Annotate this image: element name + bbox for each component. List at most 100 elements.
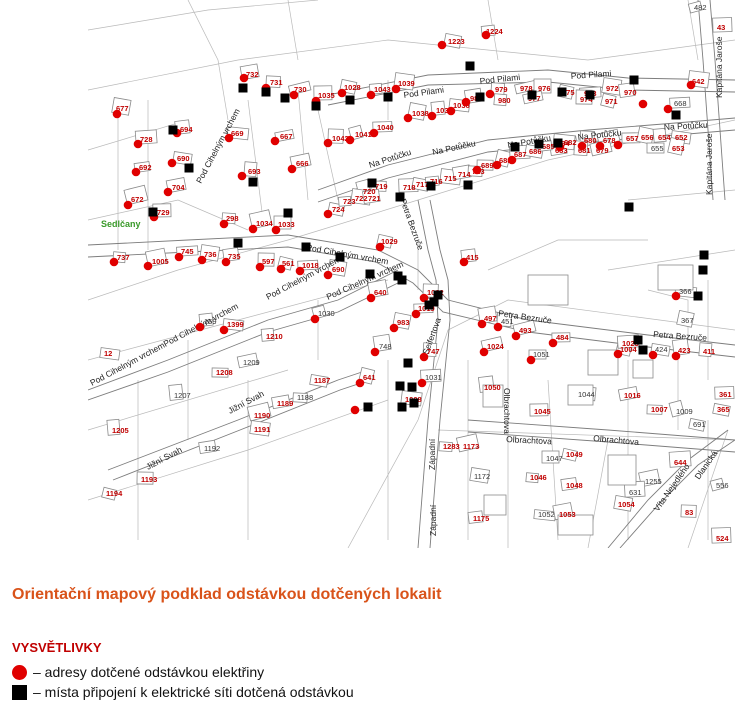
building <box>348 124 364 141</box>
affected-address-marker <box>248 224 258 234</box>
map-caption: Orientační mapový podklad odstávkou dotč… <box>12 586 442 603</box>
building <box>393 72 416 91</box>
affected-address-marker <box>595 141 605 151</box>
house-number-label: 1016 <box>624 391 641 400</box>
building <box>528 349 547 360</box>
building <box>443 32 463 49</box>
affected-address-marker <box>123 200 133 210</box>
affected-address-marker <box>239 73 249 83</box>
house-number-label: 686 <box>529 147 542 156</box>
connection-point-marker <box>403 358 413 368</box>
building <box>551 332 571 343</box>
house-number-label: 718 <box>403 183 416 192</box>
house-number-label: 652 <box>675 133 688 142</box>
affected-address-marker <box>479 347 489 357</box>
building <box>99 347 121 361</box>
affected-address-marker <box>219 219 229 229</box>
house-number-label: 656 <box>641 133 654 142</box>
connection-point-marker <box>699 250 709 260</box>
connection-point-marker <box>283 208 293 218</box>
house-number-label: 667 <box>280 132 293 141</box>
affected-address-marker <box>323 209 333 219</box>
building <box>455 433 480 453</box>
building <box>248 209 273 230</box>
house-number-label: 714 <box>458 170 471 179</box>
connection-point-marker <box>397 275 407 285</box>
building <box>420 368 442 383</box>
affected-address-marker <box>323 270 333 280</box>
building <box>407 102 427 121</box>
affected-address-marker <box>219 325 229 335</box>
building <box>687 0 703 14</box>
house-number-label: 1189 <box>277 399 293 408</box>
connection-point-marker <box>168 125 178 135</box>
building <box>533 78 552 94</box>
house-number-label: 1033 <box>278 220 295 229</box>
house-number-label: 745 <box>181 247 194 256</box>
building <box>632 359 654 379</box>
house-number-label: 1045 <box>534 407 551 416</box>
affected-address-marker <box>270 136 280 146</box>
building <box>668 399 685 418</box>
street-label-pod-cihelnym-1: Pod Cihelným vrchem <box>194 107 242 185</box>
affected-address-marker <box>366 293 376 303</box>
building <box>676 309 695 328</box>
affected-address-marker <box>345 135 355 145</box>
building <box>493 93 508 107</box>
affected-address-marker <box>366 90 376 100</box>
house-number-label: 1205 <box>112 426 129 435</box>
affected-address-marker <box>671 351 681 361</box>
street-label-zapadni-1: Západní <box>427 438 437 470</box>
building <box>292 392 308 403</box>
affected-address-marker <box>310 314 320 324</box>
affected-address-marker <box>174 252 184 262</box>
connection-point-marker <box>693 291 703 301</box>
house-number-label: 1007 <box>651 405 668 414</box>
affected-address-marker <box>481 30 491 40</box>
building <box>257 252 275 267</box>
building <box>525 472 540 484</box>
affected-address-marker <box>295 266 305 276</box>
connection-point-marker <box>426 181 436 191</box>
building <box>469 467 491 484</box>
building <box>168 383 184 401</box>
house-number-label: 1028 <box>344 83 361 92</box>
connection-point-marker <box>365 269 375 279</box>
building <box>557 514 594 536</box>
affected-address-marker <box>237 171 247 181</box>
house-number-label: 677 <box>116 104 129 113</box>
connection-point-marker <box>638 345 648 355</box>
legend-item-address: – adresy dotčené odstávkou elektřiny <box>12 664 264 680</box>
house-number-label: 367 <box>681 316 694 325</box>
building <box>618 82 636 98</box>
house-number-label: 631 <box>629 488 642 497</box>
town-label: Sedlčany <box>101 219 141 229</box>
affected-address-marker <box>638 99 648 109</box>
affected-address-marker <box>289 90 299 100</box>
affected-address-marker <box>493 322 503 332</box>
affected-address-marker <box>133 139 143 149</box>
connection-point-marker <box>301 242 311 252</box>
affected-address-marker <box>411 309 421 319</box>
connection-point-marker <box>629 75 639 85</box>
buildings <box>99 0 735 544</box>
building <box>698 342 713 358</box>
affected-address-marker <box>355 378 365 388</box>
building <box>587 349 619 376</box>
house-number-label: 983 <box>397 318 410 327</box>
house-number-label: 1053 <box>559 510 576 519</box>
affected-address-marker <box>369 128 379 138</box>
house-number-label: 556 <box>716 481 729 490</box>
building <box>671 338 690 356</box>
house-number-label: 1043 <box>374 85 391 94</box>
house-number-label: 724 <box>332 205 345 214</box>
house-number-label: 690 <box>332 265 345 274</box>
house-number-label: 748 <box>379 342 392 351</box>
house-number-label: 1208 <box>216 368 233 377</box>
house-number-label: 1188 <box>297 393 313 402</box>
house-number-label: 721 <box>368 194 381 203</box>
building <box>430 100 446 116</box>
house-number-label: 678 <box>603 136 616 145</box>
building <box>106 418 121 436</box>
